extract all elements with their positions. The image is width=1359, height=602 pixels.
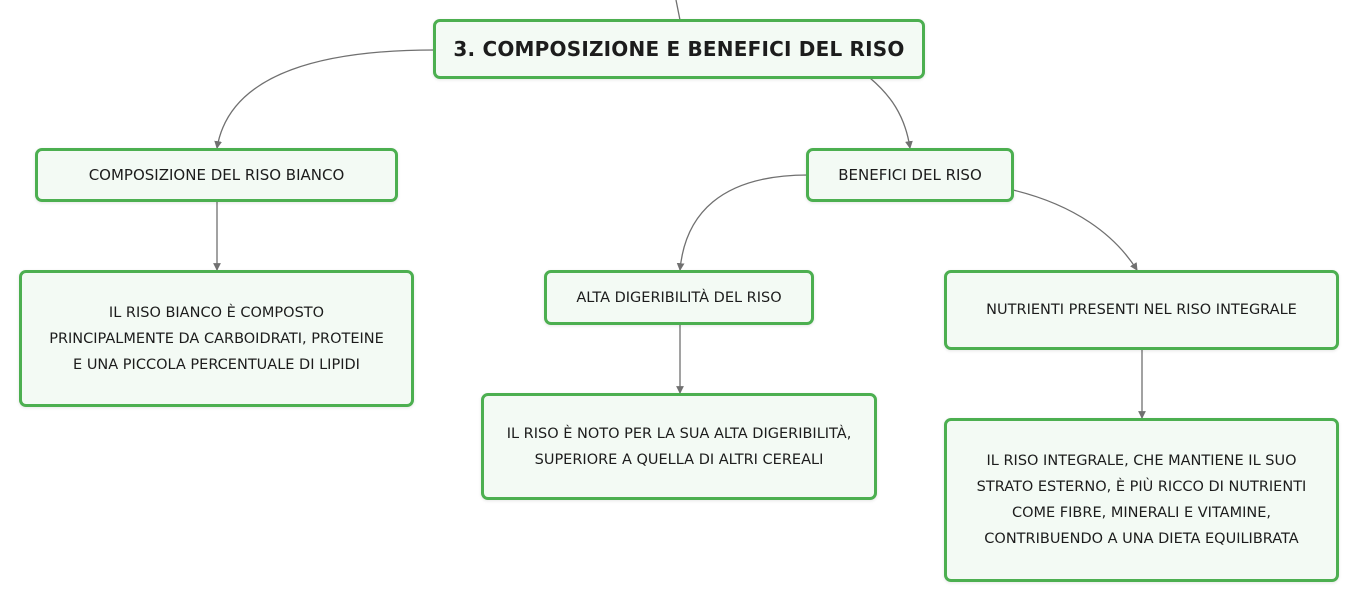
root-topic-label: 3. COMPOSIZIONE E BENEFICI DEL RISO [453,37,905,61]
composizione-detail-node[interactable]: IL RISO BIANCO È COMPOSTO PRINCIPALMENTE… [19,270,414,407]
composizione-topic-label: COMPOSIZIONE DEL RISO BIANCO [88,166,345,184]
composizione-topic-node[interactable]: COMPOSIZIONE DEL RISO BIANCO [35,148,398,202]
composizione-detail-text: IL RISO BIANCO È COMPOSTO PRINCIPALMENTE… [49,304,384,373]
link-root-to-composizione [214,49,435,149]
link-benefici-to-integrale [1012,189,1138,271]
link-benefici-to-digeribilita [676,174,809,271]
digeribilita-detail-node[interactable]: IL RISO È NOTO PER LA SUA ALTA DIGERIBIL… [481,393,877,500]
benefici-topic-label: BENEFICI DEL RISO [838,166,982,184]
benefici-topic-node[interactable]: BENEFICI DEL RISO [806,148,1014,202]
link-parent-to-root [675,0,681,21]
integrale-topic-label: NUTRIENTI PRESENTI NEL RISO INTEGRALE [986,302,1297,318]
digeribilita-topic-label: ALTA DIGERIBILITÀ DEL RISO [576,289,782,306]
link-root-to-benefici [869,77,913,149]
integrale-topic-node[interactable]: NUTRIENTI PRESENTI NEL RISO INTEGRALE [944,270,1339,350]
integrale-detail-node[interactable]: IL RISO INTEGRALE, CHE MANTIENE IL SUO S… [944,418,1339,582]
root-topic-node[interactable]: 3. COMPOSIZIONE E BENEFICI DEL RISO [433,19,925,79]
digeribilita-topic-node[interactable]: ALTA DIGERIBILITÀ DEL RISO [544,270,814,325]
digeribilita-detail-text: IL RISO È NOTO PER LA SUA ALTA DIGERIBIL… [506,425,852,468]
integrale-detail-text: IL RISO INTEGRALE, CHE MANTIENE IL SUO S… [976,453,1307,547]
